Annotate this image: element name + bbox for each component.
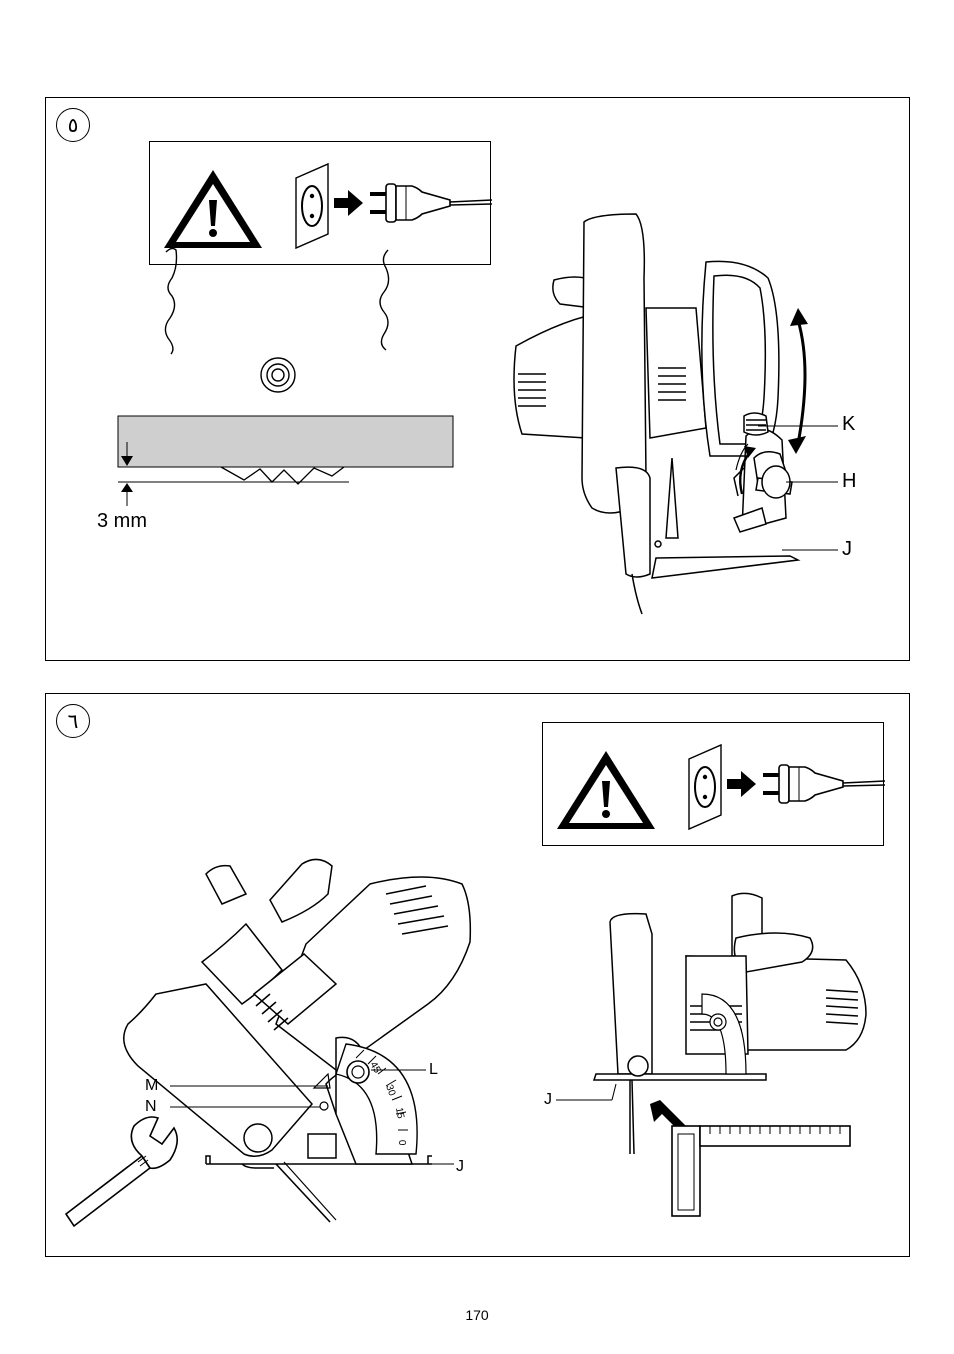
workpiece bbox=[118, 416, 453, 467]
wrench-icon bbox=[66, 1117, 177, 1226]
try-square-icon bbox=[672, 1126, 850, 1216]
depth-adjust-arrow-icon bbox=[788, 308, 808, 454]
callout-j-front: J bbox=[544, 1092, 552, 1108]
callout-n: N bbox=[145, 1099, 157, 1115]
figure-panel-6: ٦ bbox=[45, 693, 910, 1257]
bevel-knob-icon bbox=[347, 1061, 369, 1083]
callout-k: K bbox=[842, 414, 855, 434]
blade-hub-icon bbox=[261, 358, 295, 392]
cutting-depth-label: 3 mm bbox=[97, 511, 147, 531]
circular-saw-illustration bbox=[514, 214, 798, 614]
callout-j-bevel: J bbox=[456, 1159, 464, 1175]
cutting-depth-diagram bbox=[46, 98, 911, 662]
page-number: 170 bbox=[0, 1307, 954, 1323]
depth-arrow-up-icon bbox=[121, 483, 133, 506]
callout-h: H bbox=[842, 471, 856, 491]
bevel-adjustment-diagram: 45 30 15 0 bbox=[46, 694, 911, 1258]
figure-panel-5: ٥ bbox=[45, 97, 910, 661]
tilted-saw-illustration bbox=[124, 859, 471, 1168]
callout-j: J bbox=[842, 539, 852, 559]
bevel-tick-0: 0 bbox=[396, 1140, 407, 1146]
callout-l: L bbox=[429, 1062, 438, 1078]
callout-m: M bbox=[145, 1078, 158, 1094]
